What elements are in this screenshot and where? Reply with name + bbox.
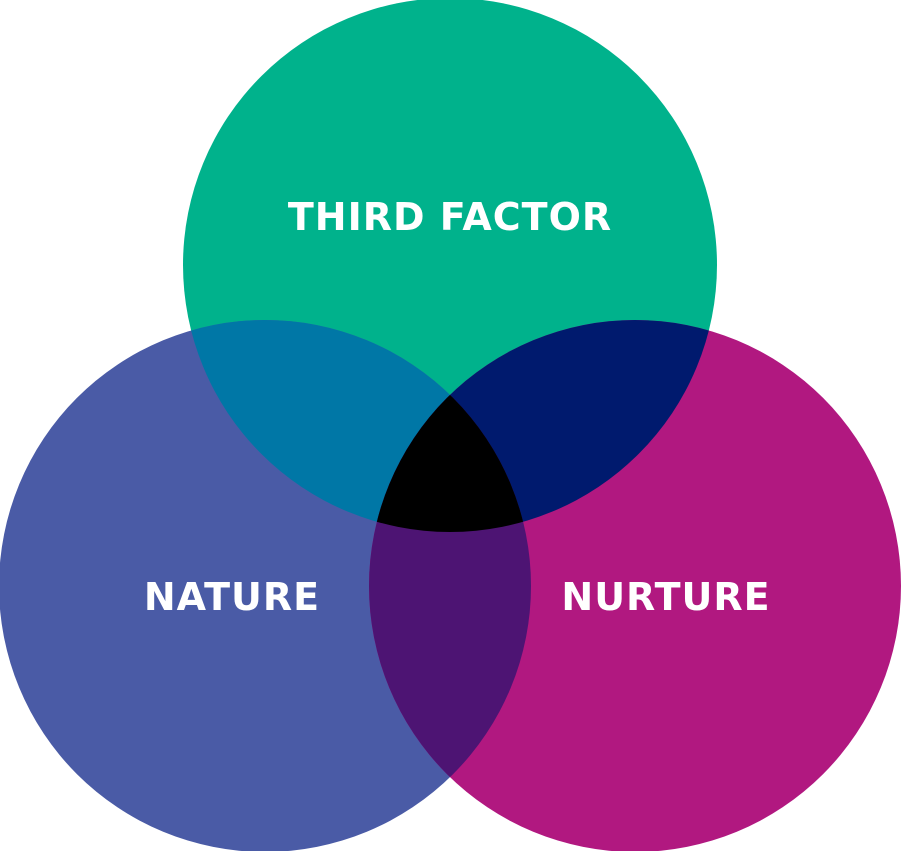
label-nurture: NURTURE	[561, 575, 770, 619]
label-nature: NATURE	[144, 575, 320, 619]
overlap-third-nurture	[369, 320, 717, 532]
label-third-factor: THIRD FACTOR	[288, 195, 612, 239]
overlap-third-nature	[183, 320, 531, 532]
